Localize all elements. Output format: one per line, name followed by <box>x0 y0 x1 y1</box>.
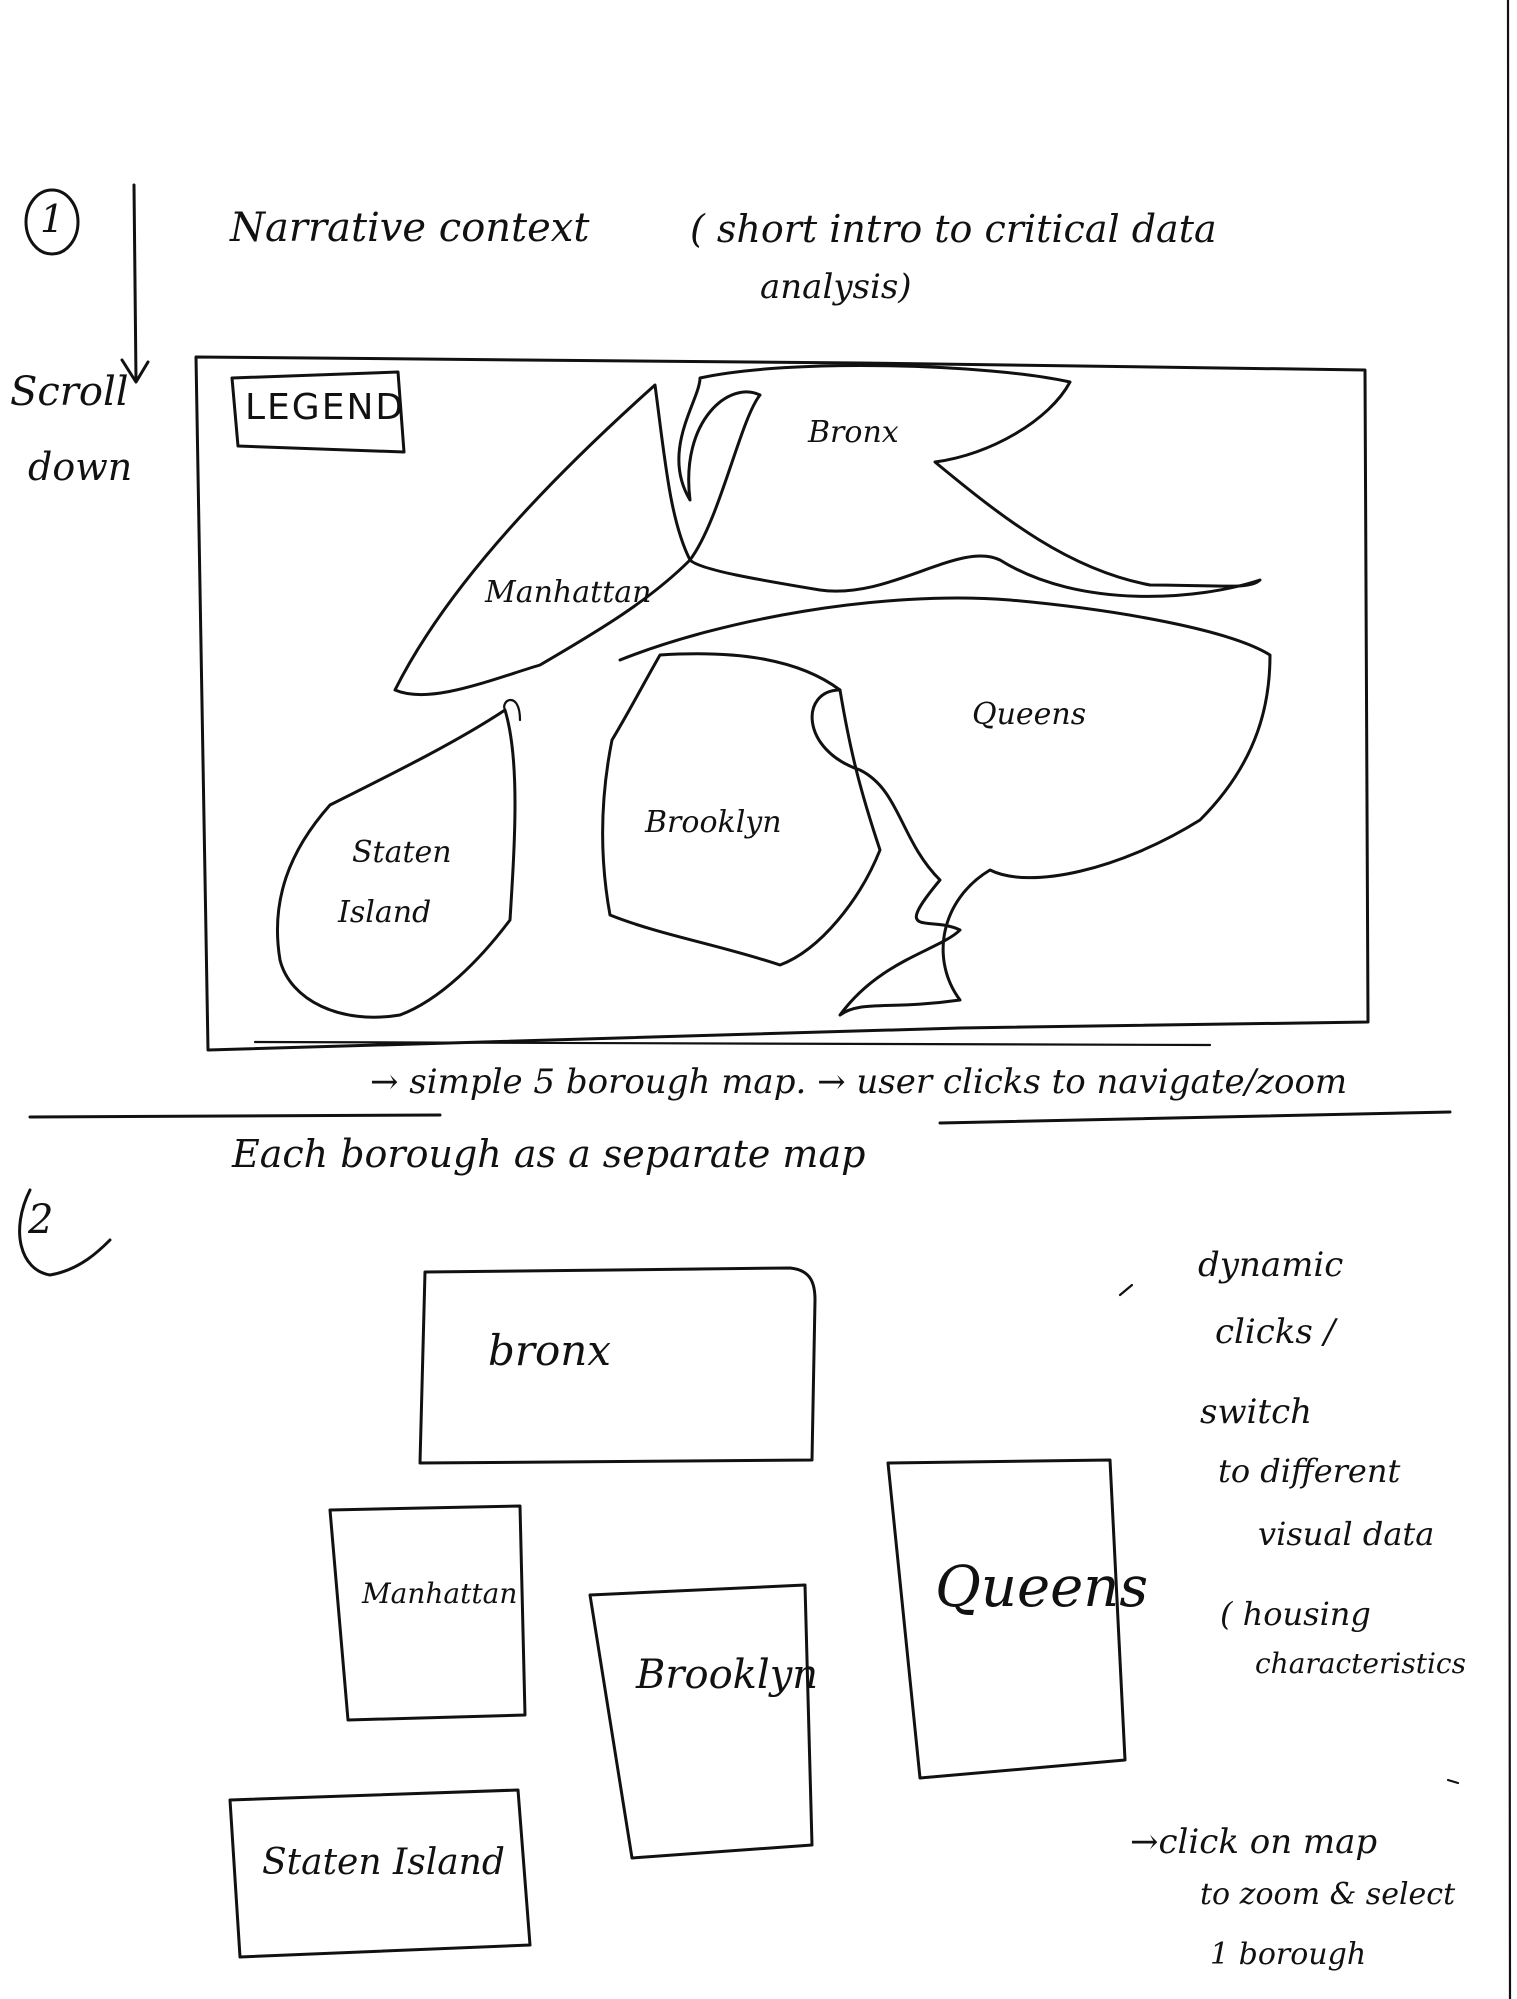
card-label-brooklyn: Brooklyn <box>636 1652 819 1698</box>
section2-number-circle <box>18 1188 112 1277</box>
card-staten-island <box>228 1788 532 1959</box>
note-dynamic-2: clicks / <box>1215 1312 1336 1352</box>
card-bronx <box>418 1266 817 1465</box>
bronx-shape <box>677 364 1262 598</box>
map-label-brooklyn: Brooklyn <box>645 805 782 840</box>
note-dynamic-5: visual data <box>1258 1515 1435 1553</box>
section1-subtitle-line2: analysis) <box>760 267 912 307</box>
staten-connector <box>503 698 522 722</box>
note-dynamic-6: ( housing <box>1220 1595 1371 1633</box>
manhattan-shape <box>393 383 692 697</box>
note-dynamic-7: characteristics <box>1255 1647 1466 1680</box>
section-divider <box>28 1110 1452 1125</box>
card-label-queens: Queens <box>935 1555 1149 1620</box>
note-dynamic-3: switch <box>1200 1392 1313 1432</box>
map-label-manhattan: Manhattan <box>485 575 652 610</box>
map-caption: → simple 5 borough map. → user clicks to… <box>370 1062 1348 1102</box>
note-click-3: 1 borough <box>1210 1937 1367 1972</box>
card-manhattan <box>328 1504 527 1722</box>
note-dynamic-1: dynamic <box>1198 1245 1344 1285</box>
section2-number: 2 <box>28 1197 54 1243</box>
brooklyn-shape <box>601 652 882 967</box>
map-frame-base <box>253 1040 1212 1047</box>
card-label-manhattan: Manhattan <box>362 1577 518 1610</box>
card-label-staten-island: Staten Island <box>262 1842 505 1883</box>
scroll-note-line1: Scroll <box>10 369 129 415</box>
section1-title: Narrative context <box>230 205 590 251</box>
scroll-down-arrow <box>120 183 150 384</box>
card-queens <box>886 1458 1127 1780</box>
section1-number: 1 <box>40 197 65 241</box>
card-label-bronx: bronx <box>488 1326 611 1375</box>
map-label-queens: Queens <box>972 697 1087 732</box>
map-frame <box>194 355 1370 1052</box>
legend-box <box>230 370 406 454</box>
note-click-2: to zoom & select <box>1200 1877 1456 1912</box>
section1-subtitle-line1: ( short intro to critical data <box>690 207 1217 251</box>
map-label-bronx: Bronx <box>808 415 899 450</box>
card-brooklyn <box>588 1583 814 1860</box>
staten-island-shape <box>276 708 517 1019</box>
scroll-note-line2: down <box>28 445 133 489</box>
map-label-staten-1: Staten <box>352 835 452 870</box>
note-dash-2 <box>1446 1778 1460 1785</box>
page-edge-line <box>1506 0 1512 1999</box>
queens-shape <box>618 596 1272 1017</box>
note-dynamic-4: to different <box>1218 1452 1401 1490</box>
map-label-staten-2: Island <box>338 895 432 930</box>
section1-number-circle <box>24 188 80 256</box>
section2-heading: Each borough as a separate map <box>232 1132 866 1176</box>
legend-label: LEGEND <box>245 387 406 428</box>
note-dash-1 <box>1118 1283 1134 1297</box>
note-click-1: →click on map <box>1130 1822 1378 1862</box>
